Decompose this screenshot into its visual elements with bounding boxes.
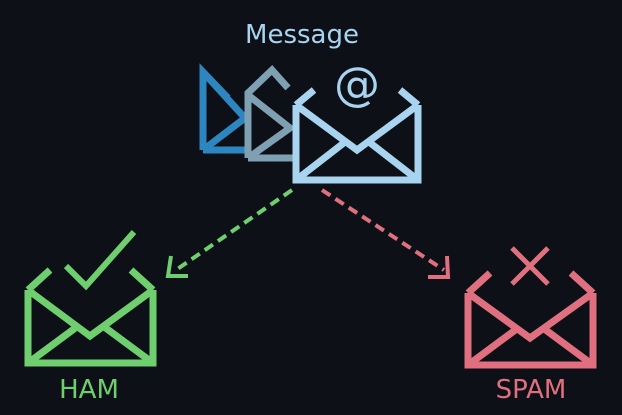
arrow-to-spam (320, 188, 451, 279)
ham-label: HAM (59, 375, 119, 405)
message-envelope-icon (292, 87, 422, 184)
at-sign-icon: @ (334, 57, 380, 111)
spam-envelope-icon (464, 270, 597, 369)
checkmark-icon (63, 230, 137, 291)
cross-icon (510, 246, 550, 286)
ham-envelope-icon (24, 267, 157, 367)
spam-label: SPAM (495, 375, 567, 405)
envelope-back-steel-icon (244, 64, 296, 162)
arrow-to-ham (165, 188, 294, 278)
message-label: Message (245, 20, 359, 50)
envelope-back-blue-icon (199, 63, 251, 154)
